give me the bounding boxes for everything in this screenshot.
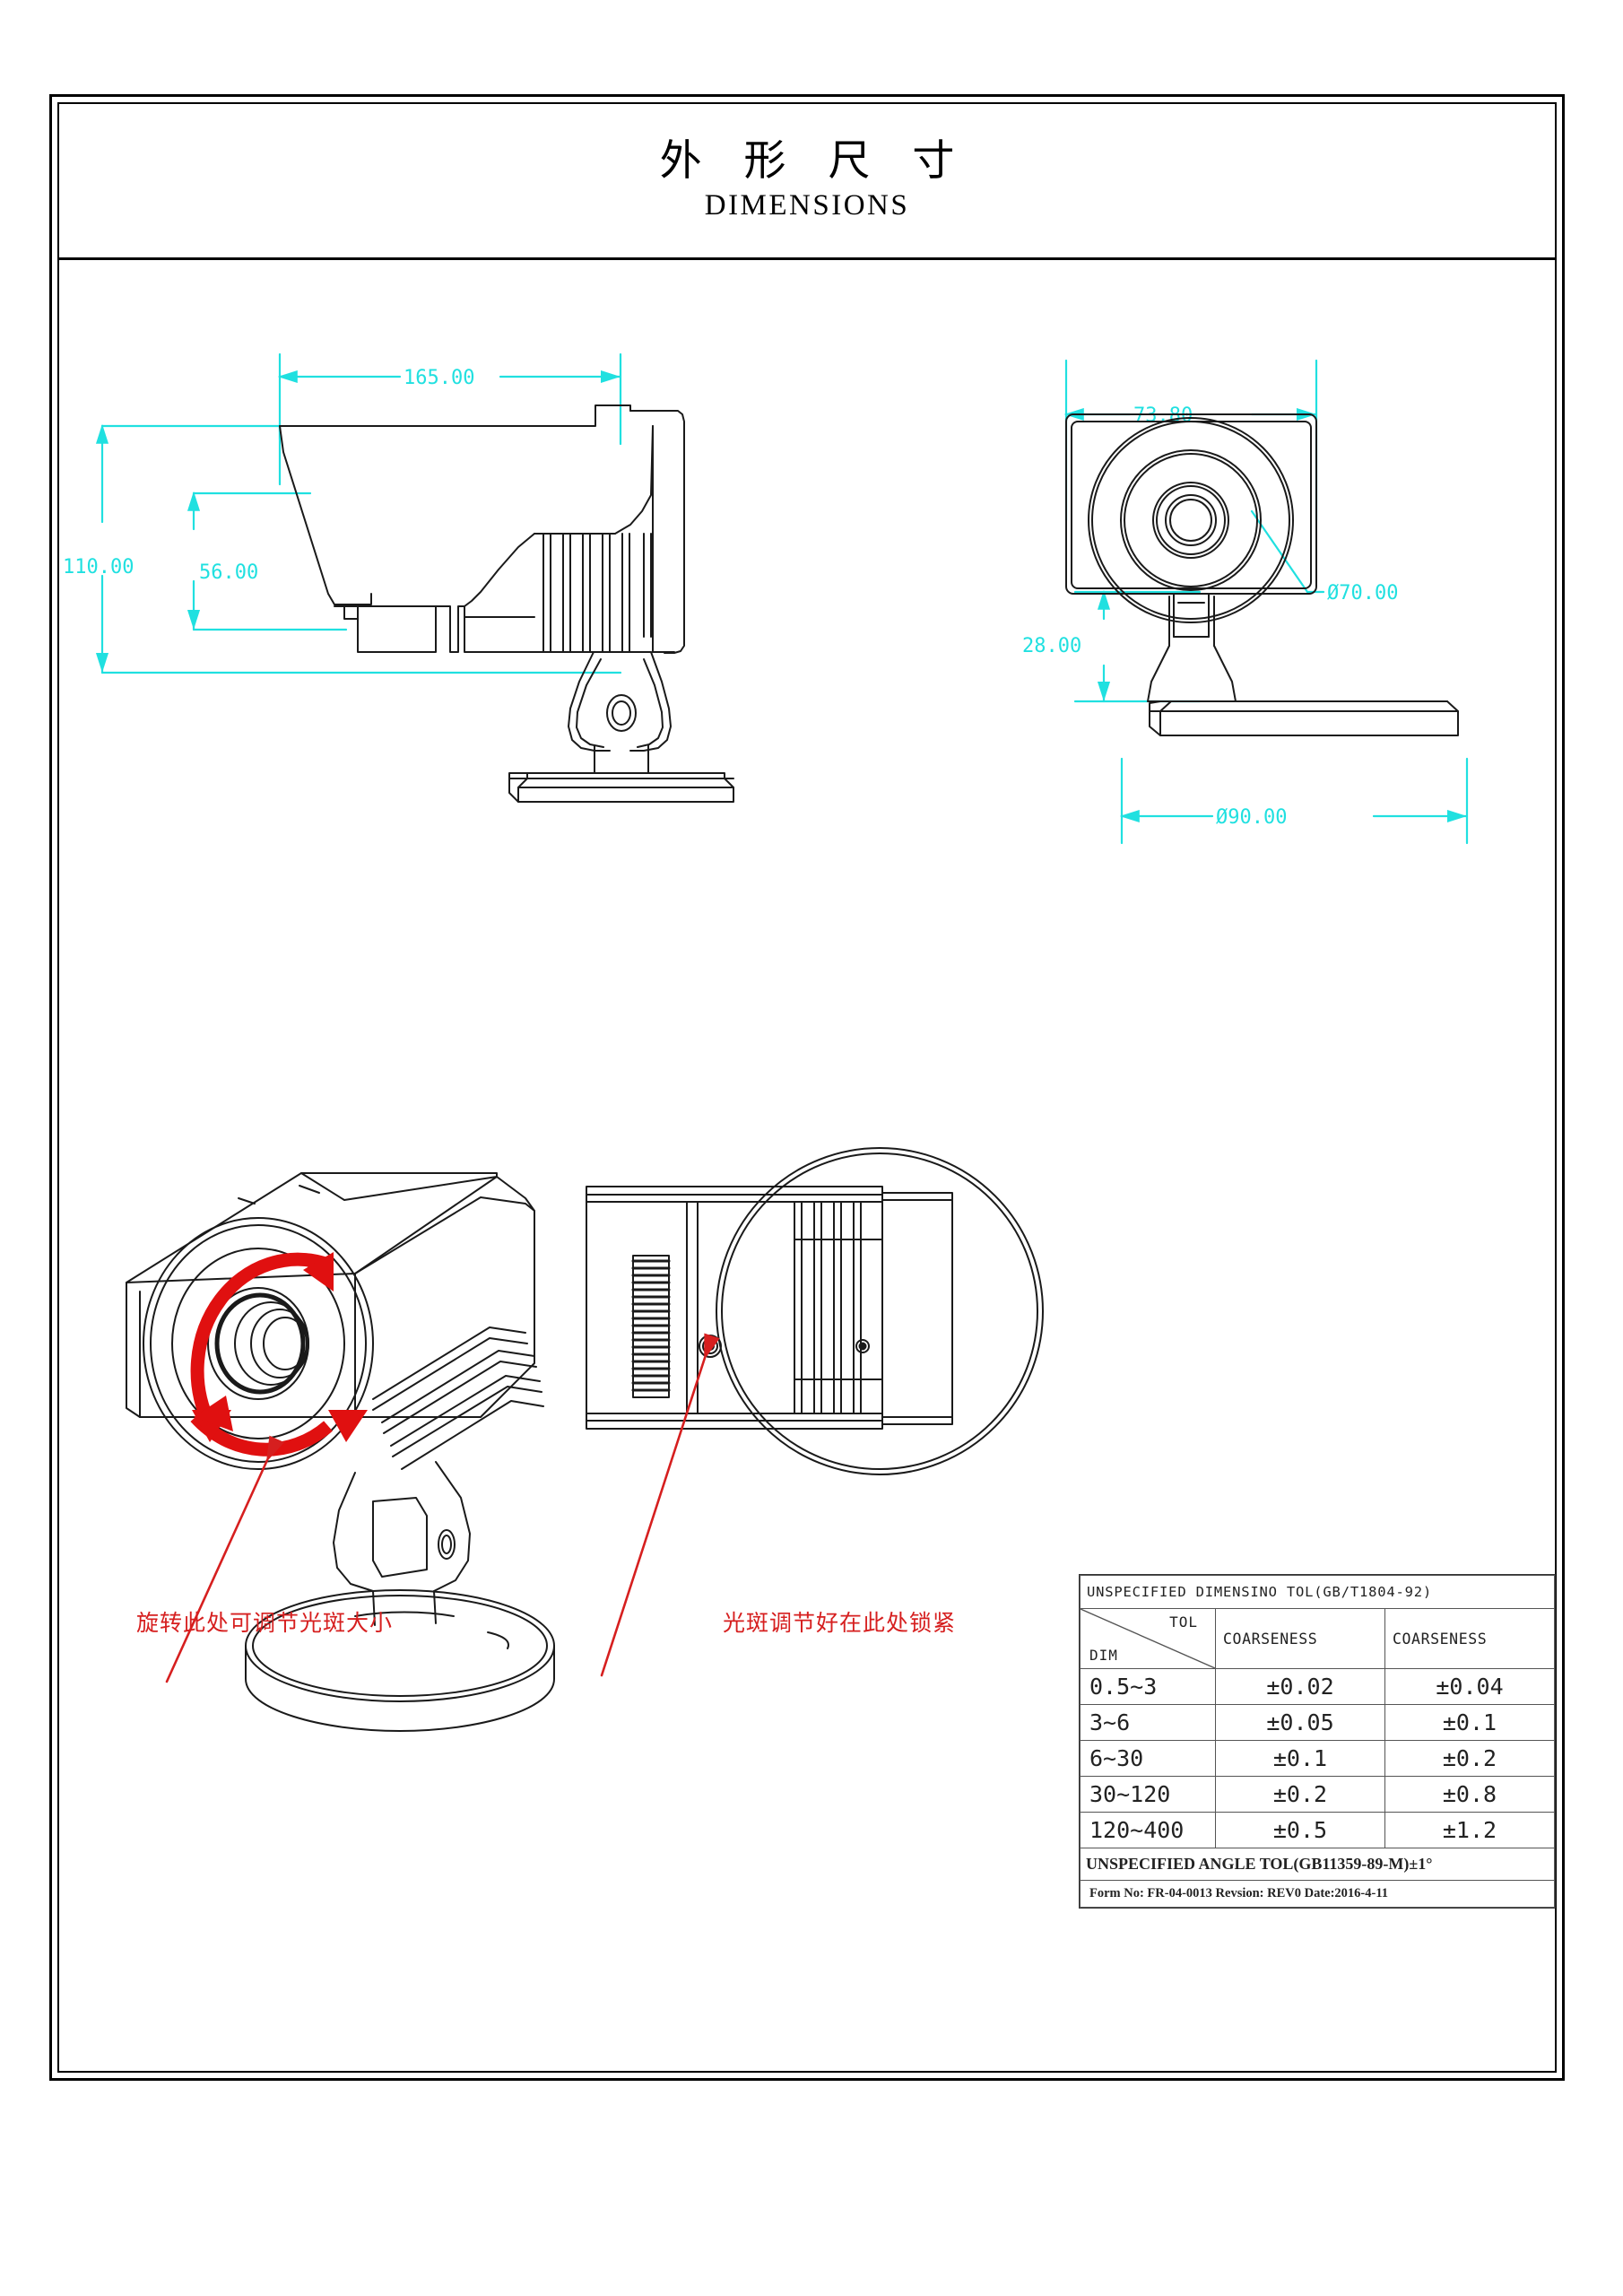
rotation-arrow-heads-icon — [192, 1252, 368, 1442]
dim-d70: Ø70.00 — [1327, 582, 1398, 604]
isometric-perspective-view — [126, 1172, 555, 1732]
side-view-dimension-lines — [95, 352, 622, 674]
cell-tol-coarse-1: ±0.2 — [1215, 1776, 1385, 1813]
cell-tol-coarse-1: ±0.1 — [1215, 1740, 1385, 1777]
column-header-coarseness-2: COARSENESS — [1384, 1608, 1556, 1669]
drawing-sheet-inner-border — [57, 102, 1557, 2073]
dim-28: 28.00 — [1022, 635, 1081, 657]
front-view-body-outline — [1065, 413, 1459, 736]
cell-tol-coarse-1: ±0.02 — [1215, 1668, 1385, 1705]
angle-tolerance-note: UNSPECIFIED ANGLE TOL(GB11359-89-M)±1° — [1080, 1848, 1555, 1881]
table-row-header: UNSPECIFIED DIMENSINO TOL(GB/T1804-92) — [1080, 1575, 1555, 1609]
column-header-coarseness-1: COARSENESS — [1215, 1608, 1385, 1669]
dim-d90: Ø90.00 — [1216, 806, 1287, 829]
table-row: 0.5~3 ±0.02 ±0.04 — [1080, 1668, 1556, 1705]
front-view-dimension-lines — [1063, 359, 1469, 845]
cell-tol-coarse-2: ±0.2 — [1384, 1740, 1556, 1777]
dim-165: 165.00 — [404, 367, 474, 389]
corner-label-tol: TOL — [1169, 1613, 1198, 1631]
table-row-form-info: Form No: FR-04-0013 Revsion: REV0 Date:2… — [1080, 1880, 1555, 1908]
title-block: 外 形 尺 寸 DIMENSIONS — [59, 104, 1555, 260]
cell-tol-coarse-2: ±0.1 — [1384, 1704, 1556, 1741]
front-elevation-view: 73.80 28.00 Ø70.00 Ø90.00 — [1022, 359, 1469, 845]
cell-tol-coarse-1: ±0.5 — [1215, 1812, 1385, 1848]
side-elevation-view: 165.00 56.00 110.00 — [63, 352, 734, 803]
dim-110: 110.00 — [63, 556, 134, 578]
table-row: 3~6 ±0.05 ±0.1 — [1080, 1704, 1556, 1741]
lock-note-label: 光斑调节好在此处锁紧 — [723, 1610, 957, 1636]
cell-tol-coarse-1: ±0.05 — [1215, 1704, 1385, 1741]
drawing-title-english: DIMENSIONS — [704, 188, 910, 222]
dim-73-80: 73.80 — [1133, 404, 1193, 427]
drawing-title-chinese: 外 形 尺 寸 — [659, 136, 969, 187]
tolerance-table: UNSPECIFIED DIMENSINO TOL(GB/T1804-92) T… — [1079, 1574, 1556, 1909]
cell-dim-range: 6~30 — [1080, 1740, 1216, 1777]
rotate-note-leader-line — [165, 1435, 285, 1683]
drawing-canvas: 165.00 56.00 110.00 — [59, 260, 1555, 2071]
table-row-angle-tol: UNSPECIFIED ANGLE TOL(GB11359-89-M)±1° — [1080, 1848, 1555, 1881]
corner-label-dim: DIM — [1089, 1647, 1118, 1664]
tolerance-table-corner-cell: TOL DIM — [1080, 1608, 1216, 1669]
rotate-note-label: 旋转此处可调节光斑大小 — [136, 1610, 394, 1636]
corner-diagonal-icon — [1081, 1609, 1215, 1668]
lock-note-leader-line — [600, 1333, 720, 1677]
table-row: 30~120 ±0.2 ±0.8 — [1080, 1776, 1556, 1813]
table-row: 120~400 ±0.5 ±1.2 — [1080, 1812, 1556, 1848]
dim-56: 56.00 — [199, 561, 258, 584]
side-view-body-outline — [279, 404, 734, 803]
cell-tol-coarse-2: ±0.04 — [1384, 1668, 1556, 1705]
cell-tol-coarse-2: ±0.8 — [1384, 1776, 1556, 1813]
top-plan-view — [586, 1147, 1044, 1677]
cell-dim-range: 0.5~3 — [1080, 1668, 1216, 1705]
table-row: 6~30 ±0.1 ±0.2 — [1080, 1740, 1556, 1777]
cell-dim-range: 120~400 — [1080, 1812, 1216, 1848]
cell-tol-coarse-2: ±1.2 — [1384, 1812, 1556, 1848]
cell-dim-range: 3~6 — [1080, 1704, 1216, 1741]
tolerance-table-title: UNSPECIFIED DIMENSINO TOL(GB/T1804-92) — [1080, 1575, 1555, 1609]
cell-dim-range: 30~120 — [1080, 1776, 1216, 1813]
table-row-columns: TOL DIM COARSENESS COARSENESS — [1080, 1608, 1556, 1669]
form-revision-note: Form No: FR-04-0013 Revsion: REV0 Date:2… — [1080, 1880, 1555, 1908]
drawing-sheet: 外 形 尺 寸 DIMENSIONS — [49, 94, 1565, 2081]
